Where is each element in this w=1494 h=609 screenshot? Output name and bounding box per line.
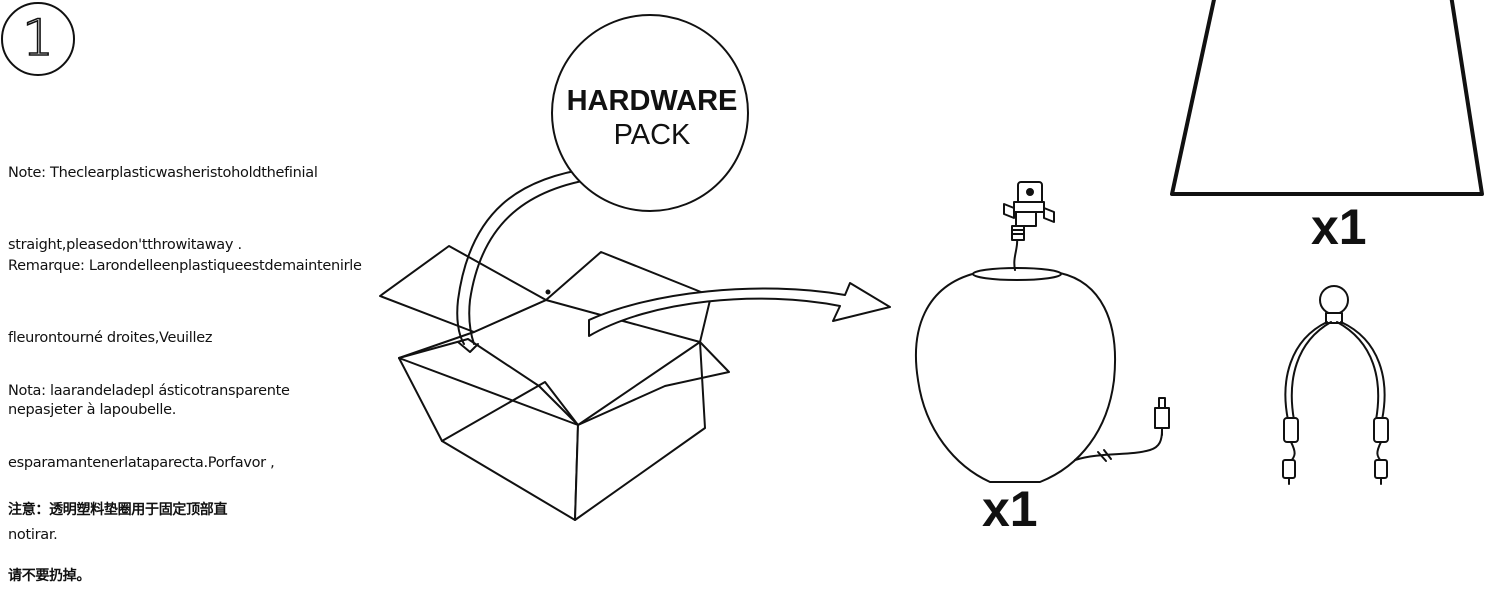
note-spanish-line-2: esparamantenerlataparecta.Porfavor , — [8, 455, 275, 471]
lamp-shade-icon — [1170, 0, 1484, 196]
hardware-pack-bubble — [456, 14, 749, 353]
hardware-pack-label: HARDWARE PACK — [552, 84, 752, 152]
note-english-line-1: Note: Theclearplasticwasheristoholdthefi… — [8, 165, 318, 181]
note-french-line-3: nepasjeter à lapoubelle. — [8, 402, 177, 418]
hardware-pack-label-line-1: HARDWARE — [566, 85, 738, 117]
lamp-base-icon — [914, 231, 1170, 483]
hardware-pack-label-line-2: PACK — [613, 119, 691, 151]
note-french: Remarque: Larondelleenplastiqueestdemain… — [8, 206, 362, 446]
open-box-icon — [379, 245, 730, 521]
step-number-circle: 1 — [1, 2, 75, 76]
curved-arrow-icon — [588, 282, 891, 337]
base-quantity: x1 — [982, 481, 1038, 537]
note-spanish: Nota: laarandeladepl ásticotransparente … — [8, 331, 290, 571]
note-english-line-2: straight,pleasedon'tthrowitaway . — [8, 237, 242, 253]
lamp-socket-icon — [1003, 181, 1055, 241]
note-spanish-line-1: Nota: laarandeladepl ásticotransparente — [8, 383, 290, 399]
shade-quantity: x1 — [1311, 199, 1367, 255]
step-number: 1 — [21, 9, 54, 67]
lamp-harp-icon — [1282, 285, 1389, 485]
assembly-illustration — [379, 0, 1484, 521]
note-chinese-line-2: 请不要扔掉。 — [8, 568, 91, 584]
note-french-line-1: Remarque: Larondelleenplastiqueestdemain… — [8, 258, 362, 274]
note-french-line-2: fleurontourné droites,Veuillez — [8, 330, 213, 346]
note-chinese-line-1: 注意：透明塑料垫圈用于固定顶部直 — [8, 502, 228, 518]
note-english: Note: Theclearplasticwasheristoholdthefi… — [8, 113, 318, 281]
